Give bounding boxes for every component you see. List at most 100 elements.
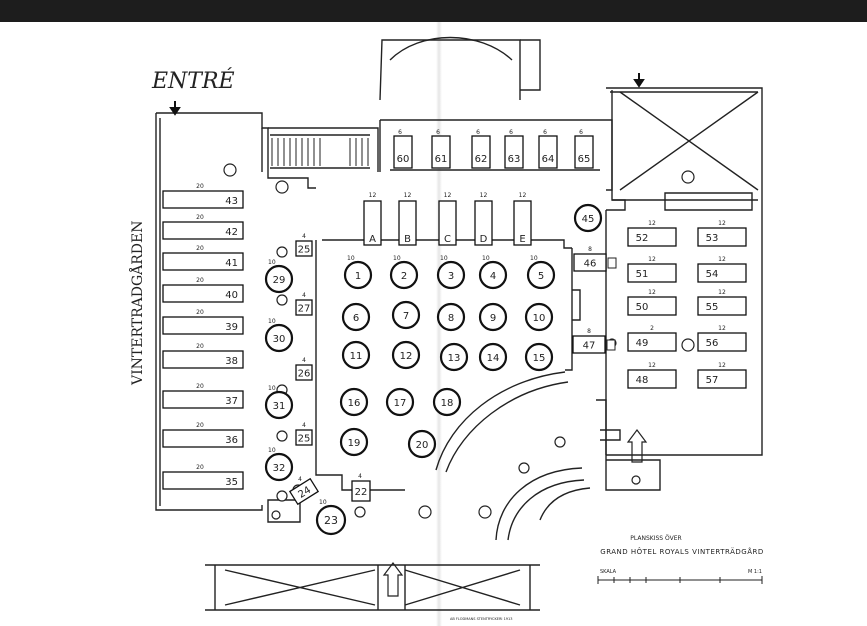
small-table-1-25[interactable]: 25 [295,240,313,257]
table-60[interactable]: 60 [393,135,413,169]
round-table-18[interactable]: 18 [432,387,462,417]
table-36[interactable]: 36 [162,429,244,448]
stage-e[interactable]: E [513,200,532,246]
round-table-6[interactable]: 6 [341,302,371,332]
small-table-4-25[interactable]: 25 [295,429,313,446]
round-table-5-seats: 10 [530,255,538,262]
round-table-5-number: 5 [538,271,544,282]
table-47[interactable]: 47 [572,335,606,354]
table-32-number: 32 [273,463,286,474]
table-37-number: 37 [225,396,238,407]
table-52-number: 52 [636,233,649,244]
table-30[interactable]: 30 [264,323,294,353]
table-43[interactable]: 43 [162,190,244,209]
small-table-1-25-number: 25 [298,245,311,256]
table-48[interactable]: 48 [627,369,677,389]
table-62[interactable]: 62 [471,135,491,169]
table-32[interactable]: 32 [264,452,294,482]
small-table-6-22[interactable]: 22 [351,480,371,502]
round-table-19[interactable]: 19 [339,427,369,457]
table-65[interactable]: 65 [574,135,594,169]
table-64-number: 64 [542,154,555,165]
stage-c-number: C [444,234,451,245]
table-38[interactable]: 38 [162,350,244,369]
round-table-14[interactable]: 14 [478,342,508,372]
table-50-number: 50 [636,302,649,313]
table-39[interactable]: 39 [162,316,244,335]
table-29-seats: 10 [268,259,276,266]
table-61[interactable]: 61 [431,135,451,169]
table-63[interactable]: 63 [504,135,524,169]
round-table-9[interactable]: 9 [478,302,508,332]
small-table-3-26[interactable]: 26 [295,364,313,381]
table-35[interactable]: 35 [162,471,244,490]
stage-a-shape [363,200,382,246]
table-49-shape [627,332,677,352]
table-48-shape [627,369,677,389]
table-43-seats: 20 [196,183,204,190]
table-56[interactable]: 56 [697,332,747,352]
round-table-10[interactable]: 10 [524,302,554,332]
round-table-17-number: 17 [394,398,407,409]
round-table-16[interactable]: 16 [339,387,369,417]
round-table-2[interactable]: 2 [389,260,419,290]
round-table-12-shape [391,340,421,370]
table-52[interactable]: 52 [627,227,677,247]
table-57[interactable]: 57 [697,369,747,389]
table-60-seats: 6 [398,129,402,136]
table-50[interactable]: 50 [627,296,677,316]
small-table-2-27-number: 27 [298,304,311,315]
round-table-3[interactable]: 3 [436,260,466,290]
round-table-15[interactable]: 15 [524,342,554,372]
table-46[interactable]: 46 [573,253,607,272]
table-29[interactable]: 29 [264,264,294,294]
stage-d[interactable]: D [474,200,493,246]
round-table-11[interactable]: 11 [341,340,371,370]
small-table-2-27[interactable]: 27 [295,299,313,316]
round-table-13-shape [439,342,469,372]
table-54[interactable]: 54 [697,263,747,283]
round-table-17[interactable]: 17 [385,387,415,417]
small-table-5-24[interactable]: 24 [288,477,320,506]
table-38-number: 38 [225,356,238,367]
table-64[interactable]: 64 [538,135,558,169]
round-table-7[interactable]: 7 [391,300,421,330]
table-40-shape [162,284,244,303]
table-54-shape [697,263,747,283]
table-51[interactable]: 51 [627,263,677,283]
table-49[interactable]: 49 [627,332,677,352]
stage-c[interactable]: C [438,200,457,246]
stage-d-shape [474,200,493,246]
round-table-8[interactable]: 8 [436,302,466,332]
table-31[interactable]: 31 [264,390,294,420]
round-table-20[interactable]: 20 [407,429,437,459]
round-table-1-seats: 10 [347,255,355,262]
table-35-seats: 20 [196,464,204,471]
scale-right-label: M 1:1 [748,569,762,575]
round-table-45[interactable]: 45 [573,203,603,233]
round-table-13[interactable]: 13 [439,342,469,372]
round-table-1[interactable]: 1 [343,260,373,290]
table-42[interactable]: 42 [162,221,244,240]
table-51-seats: 12 [648,256,656,263]
table-37[interactable]: 37 [162,390,244,409]
round-table-4[interactable]: 4 [478,260,508,290]
round-table-5[interactable]: 5 [526,260,556,290]
round-table-19-shape [339,427,369,457]
table-53[interactable]: 53 [697,227,747,247]
table-40[interactable]: 40 [162,284,244,303]
stage-b-number: B [404,234,411,245]
stage-b[interactable]: B [398,200,417,246]
round-table-23[interactable]: 23 [315,504,347,536]
stage-d-seats: 12 [480,192,488,199]
table-55[interactable]: 55 [697,296,747,316]
stage-a[interactable]: A [363,200,382,246]
tables-layer: A12B12C12D12E126066166266366466564320422… [162,129,747,536]
table-32-shape [264,452,294,482]
table-30-shape [264,323,294,353]
round-table-12[interactable]: 12 [391,340,421,370]
round-table-19-number: 19 [348,438,361,449]
table-41[interactable]: 41 [162,252,244,271]
table-38-seats: 20 [196,343,204,350]
table-63-number: 63 [508,154,521,165]
